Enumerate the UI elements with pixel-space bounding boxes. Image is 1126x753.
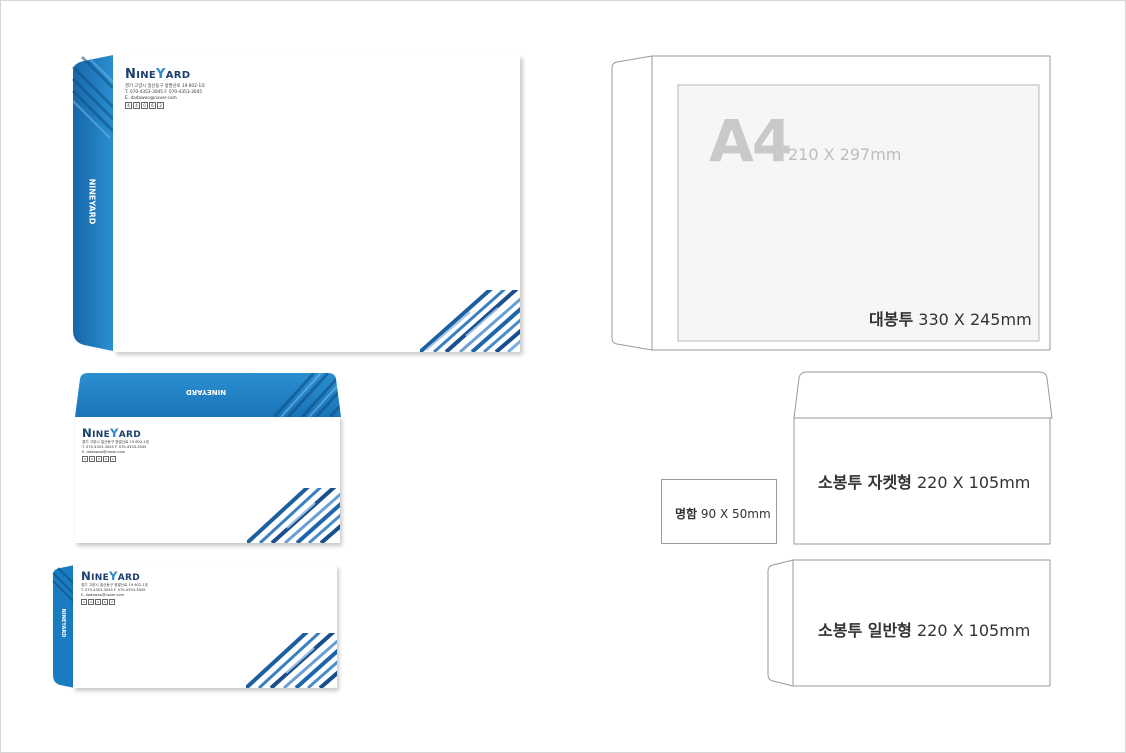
business-card-outline xyxy=(661,479,777,544)
large-envelope-body xyxy=(113,55,520,352)
normal-brand-logo: NINEYARD xyxy=(81,569,141,583)
large-vertical-logo: NINEYARD xyxy=(87,178,97,225)
large-envelope-flap xyxy=(71,55,115,351)
address-line: 경기 고양시 일산동구 정발산로 19 602-1호 xyxy=(82,440,150,444)
jacket-envelope-spec: 소봉투 자켓형 220 X 105mm xyxy=(818,473,1031,492)
large-envelope-outline xyxy=(611,55,1051,351)
normal-stripe-pattern xyxy=(246,633,337,688)
normal-envelope-spec: 소봉투 일반형 220 X 105mm xyxy=(818,621,1031,640)
normal-envelope-outline xyxy=(767,559,1051,687)
normal-vertical-logo: NINEYARD xyxy=(60,608,66,638)
large-envelope-spec: 대봉투 330 X 245mm xyxy=(869,310,1032,329)
jacket-envelope-flap xyxy=(75,373,341,417)
address-line: T. 070-4353-3045 F. 070-4353-3045 xyxy=(82,444,147,449)
jacket-stripe-pattern xyxy=(247,488,340,543)
large-brand-logo: NINEYARD xyxy=(125,67,191,82)
large-address-block: 경기 고양시 일산동구 정발산로 19 602-1호 T. 070-4353-3… xyxy=(125,84,206,110)
address-line: 경기 고양시 일산동구 정발산로 19 602-1호 xyxy=(81,583,149,587)
address-line: E. dadawoo@naver.com xyxy=(82,449,126,454)
jacket-address-block: 경기 고양시 일산동구 정발산로 19 602-1호 T. 070-4353-3… xyxy=(82,440,149,462)
normal-envelope-flap xyxy=(52,565,76,688)
jacket-flap-logo: NINEYARD xyxy=(185,388,227,396)
a4-big-label: A4 xyxy=(709,107,792,175)
postal-code-boxes: 4 4 0 6 2 xyxy=(81,598,148,605)
address-line: E. dadawoo@naver.com xyxy=(125,95,177,101)
normal-address-block: 경기 고양시 일산동구 정발산로 19 602-1호 T. 070-4353-3… xyxy=(81,583,148,605)
jacket-brand-logo: NINEYARD xyxy=(82,426,142,440)
a4-area xyxy=(677,84,1040,342)
large-stripe-pattern xyxy=(420,290,520,352)
address-line: E. dadawoo@naver.com xyxy=(81,592,125,597)
address-line: T. 070-4353-3045 F. 070-4353-3045 xyxy=(125,89,203,95)
address-line: 경기 고양시 일산동구 정발산로 19 602-1호 xyxy=(125,84,206,89)
postal-code-boxes: 4 4 0 6 2 xyxy=(125,102,205,110)
a4-size-label: 210 X 297mm xyxy=(788,145,902,164)
address-line: T. 070-4353-3045 F. 070-4353-3045 xyxy=(81,587,146,592)
jacket-envelope-outline xyxy=(793,371,1053,545)
postal-code-boxes: 4 4 0 6 2 xyxy=(82,455,149,462)
business-card-spec: 명함 90 X 50mm xyxy=(675,507,771,521)
